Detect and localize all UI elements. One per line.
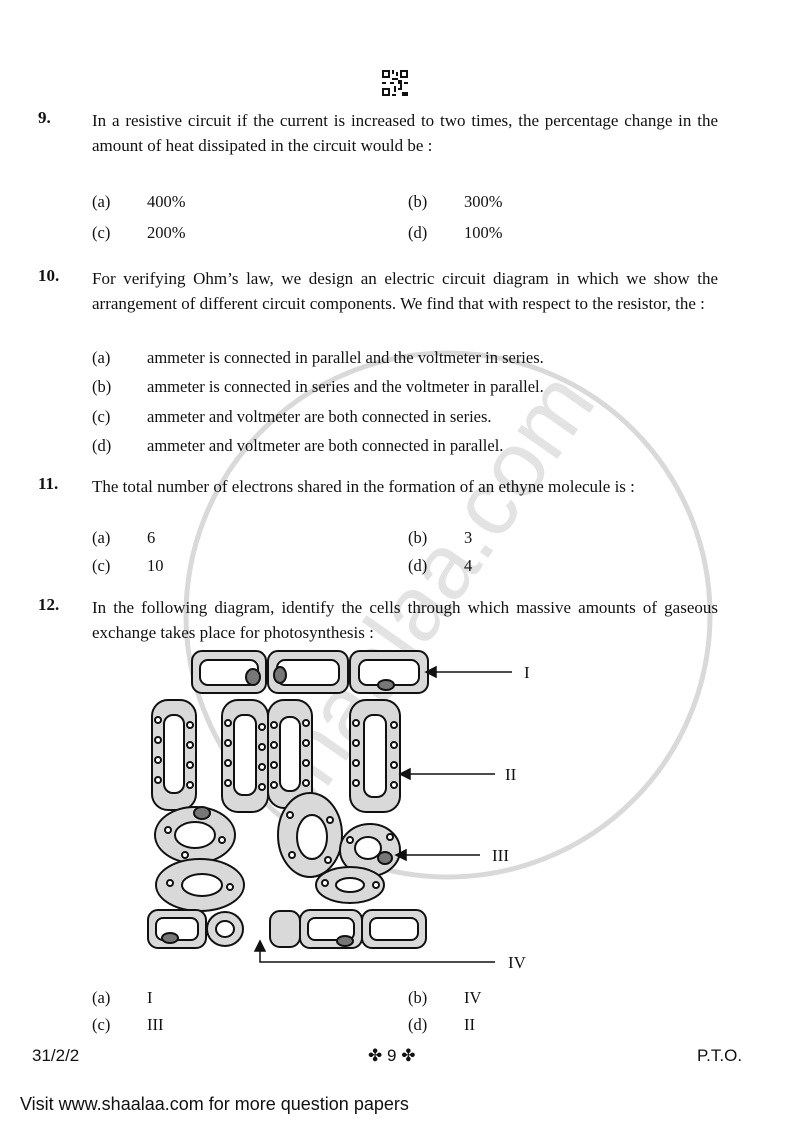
- option-label: (a): [92, 988, 111, 1007]
- option-label: (a): [92, 348, 111, 367]
- option-text: ammeter and voltmeter are both connected…: [147, 436, 504, 455]
- question-11-text: The total number of electrons shared in …: [92, 477, 635, 496]
- option-label: (a): [92, 528, 111, 547]
- question-10-text: For verifying Ohm’s law, we design an el…: [92, 269, 718, 313]
- option-text: II: [464, 1015, 475, 1034]
- option-text: 200%: [147, 223, 186, 242]
- lower-epidermis: [147, 909, 427, 949]
- option-text: ammeter and voltmeter are both connected…: [147, 407, 492, 426]
- option-label: (d): [408, 223, 428, 242]
- option-label: (b): [408, 988, 428, 1007]
- question-12-number: 12.: [38, 595, 60, 614]
- option-text: ammeter is connected in parallel and the…: [147, 348, 544, 367]
- option-label: (d): [408, 1015, 428, 1034]
- option-label: (b): [408, 528, 428, 547]
- diagram-label-iii: III: [492, 846, 509, 865]
- question-10-number: 10.: [38, 266, 60, 285]
- question-12-text: In the following diagram, identify the c…: [92, 598, 718, 642]
- option-text: I: [147, 988, 153, 1007]
- diagram-label-ii: II: [505, 765, 517, 784]
- option-label: (a): [92, 192, 111, 211]
- option-text: 400%: [147, 192, 186, 211]
- spongy-cells: [154, 792, 401, 912]
- option-text: III: [147, 1015, 164, 1034]
- option-text: 300%: [464, 192, 503, 211]
- leaf-cross-section-diagram: I II III IV: [147, 650, 530, 972]
- option-label: (b): [408, 192, 428, 211]
- pto-label: P.T.O.: [697, 1046, 743, 1065]
- visit-link[interactable]: Visit www.shaalaa.com for more question …: [20, 1094, 409, 1114]
- option-label: (d): [92, 436, 112, 455]
- option-text: 3: [464, 528, 473, 547]
- diamond-ornament-icon: ✤: [368, 1046, 383, 1065]
- option-text: 100%: [464, 223, 503, 242]
- option-text: 4: [464, 556, 473, 575]
- option-text: IV: [464, 988, 482, 1007]
- option-label: (d): [408, 556, 428, 575]
- upper-epidermis: [191, 650, 429, 694]
- qr-code-icon: [382, 70, 408, 96]
- diamond-ornament-icon: ✤: [401, 1046, 416, 1065]
- paper-code: 31/2/2: [32, 1046, 80, 1065]
- question-11-number: 11.: [38, 474, 59, 493]
- page-number: ✤ 9 ✤: [368, 1046, 415, 1066]
- option-text: 10: [147, 556, 164, 575]
- page-number-text: 9: [386, 1046, 397, 1065]
- question-9-number: 9.: [38, 108, 51, 127]
- diagram-label-iv: IV: [508, 953, 527, 972]
- option-label: (c): [92, 556, 111, 575]
- question-9-text: In a resistive circuit if the current is…: [92, 111, 718, 155]
- option-label: (c): [92, 1015, 111, 1034]
- option-label: (b): [92, 377, 112, 396]
- option-text: 6: [147, 528, 156, 547]
- option-label: (c): [92, 407, 111, 426]
- palisade-cells: [151, 699, 401, 813]
- option-text: ammeter is connected in series and the v…: [147, 377, 544, 396]
- option-label: (c): [92, 223, 111, 242]
- diagram-label-i: I: [524, 663, 530, 682]
